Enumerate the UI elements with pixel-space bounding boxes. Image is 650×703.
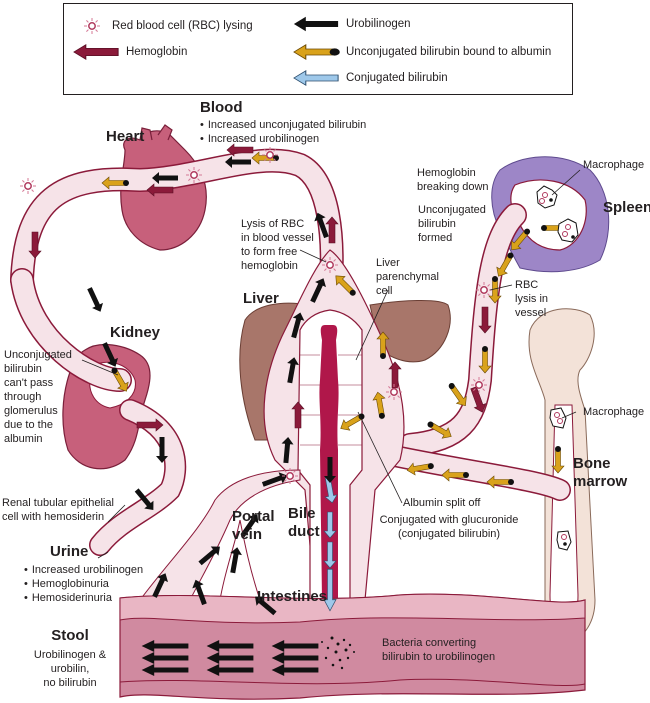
text-line: Bone — [573, 455, 611, 472]
albumin-split-label: Albumin split off — [403, 497, 481, 509]
hemoglobin-breaking-label: Hemoglobin breaking down — [417, 166, 489, 194]
text-line: in blood vessel — [241, 232, 314, 244]
text-line: bilirubin — [4, 363, 42, 375]
text-line: glomerulus — [4, 405, 58, 417]
text-line: bilirubin — [418, 218, 456, 230]
text-line: Urobilinogen & — [33, 649, 107, 661]
urine-bullet: Increased urobilinogen — [24, 563, 143, 577]
rbc-lysis-vessel-label: RBC lysis in vessel — [515, 278, 548, 320]
text-line: Renal tubular epithelial — [2, 497, 114, 509]
hemoglobin-arrow-icon — [73, 44, 119, 60]
text-line: to form free — [241, 246, 298, 258]
text-line: albumin — [4, 433, 43, 445]
legend-item-urobilinogen: Urobilinogen — [292, 16, 411, 32]
text-line: hemoglobin — [241, 260, 298, 272]
text-line: formed — [418, 232, 453, 244]
text-line: Conjugated with glucuronide — [379, 514, 519, 526]
blood-title: Blood — [200, 99, 243, 116]
text-line: Lysis of RBC — [241, 218, 305, 230]
heart-label: Heart — [106, 128, 145, 145]
legend-label: Urobilinogen — [346, 18, 411, 30]
bile-duct-label: Bile duct — [288, 505, 320, 541]
legend-item-conjugated-bilirubin: Conjugated bilirubin — [292, 70, 448, 86]
blood-bullet: Increased urobilinogen — [200, 132, 366, 146]
kidney-note-label: Unconjugated bilirubin can't pass throug… — [4, 348, 72, 446]
text-line: vein — [232, 526, 263, 543]
intestines-label: Intestines — [257, 588, 328, 605]
legend-item-unconjugated-bilirubin: Unconjugated bilirubin bound to albumin — [292, 44, 551, 60]
text-line: urobilin, — [50, 663, 90, 675]
text-line: lysis in — [515, 293, 549, 305]
text-line: vessel — [515, 307, 547, 319]
blood-bullet: Increased unconjugated bilirubin — [200, 118, 366, 132]
macrophage-spleen-label: Macrophage — [583, 159, 645, 171]
unconjugated-bilirubin-arrow-icon — [293, 44, 340, 60]
text-line: through — [4, 391, 42, 403]
bacteria-dots — [321, 636, 355, 670]
macrophages — [536, 185, 579, 551]
stool-urobilinogen-arrows — [141, 640, 319, 676]
lysis-rbc-label: Lysis of RBC in blood vessel to form fre… — [241, 217, 314, 273]
text-line: no bilirubin — [43, 677, 97, 689]
urine-bullets: Increased urobilinogen Hemoglobinuria He… — [24, 563, 143, 605]
text-line: Portal — [232, 508, 275, 525]
rbc-lysing-icon — [83, 17, 101, 35]
stool-lines: Urobilinogen & urobilin, no bilirubin — [30, 648, 110, 690]
stool-title: Stool — [51, 627, 89, 644]
blood-bullets: Increased unconjugated bilirubin Increas… — [200, 118, 366, 146]
text-line: due to the — [4, 419, 53, 431]
kidney-label: Kidney — [110, 324, 161, 341]
conjugated-bilirubin-arrow-icon — [293, 70, 339, 86]
text-line: cell — [376, 285, 393, 297]
urine-bullet: Hemosiderinuria — [24, 591, 143, 605]
liver-label: Liver — [243, 290, 279, 307]
text-line: cell with hemosiderin — [2, 511, 105, 523]
text-line: Bacteria converting — [382, 637, 477, 649]
text-line: breaking down — [417, 181, 489, 193]
text-line: duct — [288, 523, 320, 540]
bone-organ — [528, 308, 596, 641]
legend: Red blood cell (RBC) lysing Hemoglobin U… — [63, 3, 573, 95]
legend-label: Hemoglobin — [126, 46, 188, 58]
unconjugated-formed-label: Unconjugated bilirubin formed — [418, 203, 486, 245]
legend-label: Conjugated bilirubin — [346, 72, 448, 84]
liver-vessel — [263, 249, 405, 601]
bacteria-label: Bacteria converting bilirubin to urobili… — [382, 636, 495, 664]
legend-label: Red blood cell (RBC) lysing — [112, 20, 253, 32]
text-line: (conjugated bilirubin) — [397, 528, 501, 540]
portal-vein-label: Portal vein — [232, 508, 275, 544]
macrophage-bone-label: Macrophage — [583, 406, 645, 418]
renal-tubular-label: Renal tubular epithelial cell with hemos… — [2, 496, 114, 524]
text-line: Liver — [376, 257, 400, 269]
leader-lines — [81, 169, 581, 559]
text-line: parenchymal — [376, 271, 439, 283]
text-line: Bile — [288, 505, 316, 522]
bone-marrow-label: Bone marrow — [573, 455, 627, 491]
urine-bullet: Hemoglobinuria — [24, 577, 143, 591]
text-line: marrow — [573, 473, 628, 490]
legend-item-rbc-lysing: Red blood cell (RBC) lysing — [78, 16, 253, 36]
urine-title: Urine — [50, 543, 89, 560]
text-line: RBC — [515, 279, 539, 291]
conjugated-with-label: Conjugated with glucuronide (conjugated … — [374, 513, 524, 541]
text-line: can't pass — [4, 377, 54, 389]
spleen-label: Spleen — [603, 199, 650, 216]
text-line: bilirubin to urobilinogen — [382, 651, 496, 663]
text-line: Hemoglobin — [417, 167, 476, 179]
text-line: Unconjugated — [418, 204, 486, 216]
text-line: Unconjugated — [4, 349, 72, 361]
legend-item-hemoglobin: Hemoglobin — [72, 44, 187, 60]
liver-parenchymal-label: Liver parenchymal cell — [376, 256, 439, 298]
urobilinogen-arrow-icon — [293, 16, 339, 32]
legend-label: Unconjugated bilirubin bound to albumin — [346, 46, 552, 58]
intestine-organ — [119, 593, 586, 700]
